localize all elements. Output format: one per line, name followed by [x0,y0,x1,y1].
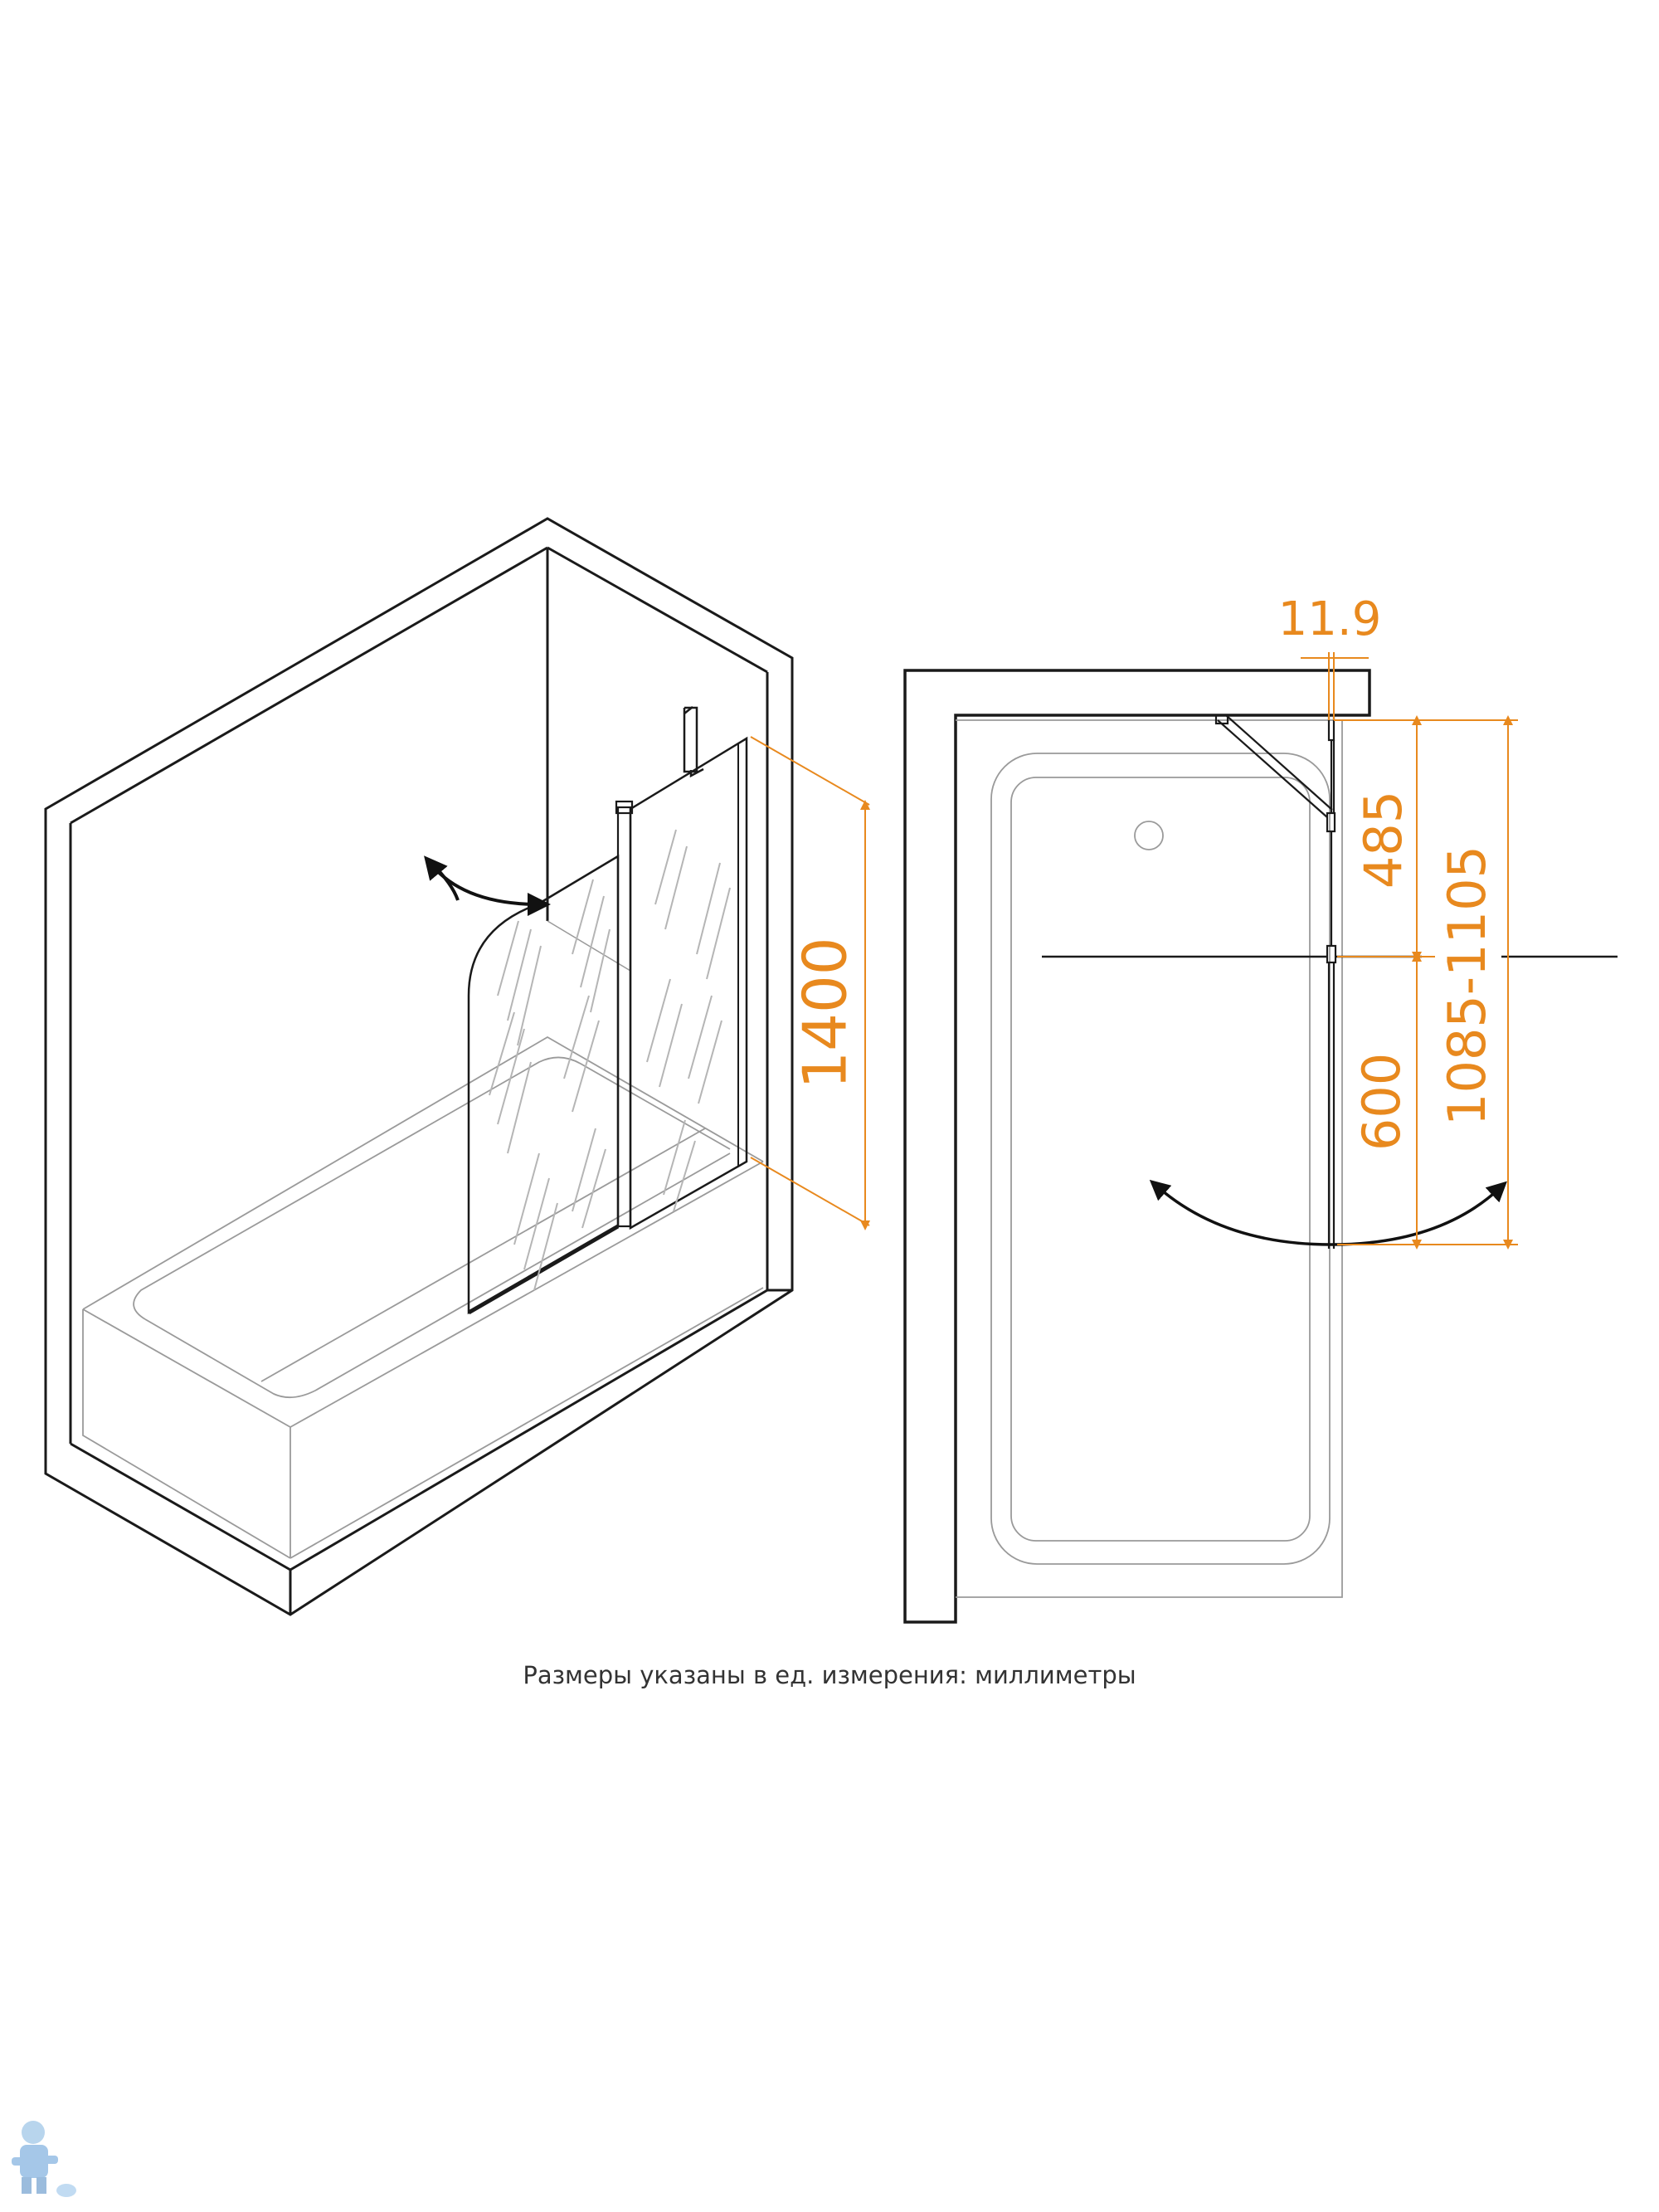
segment-dimensions [1334,715,1518,1250]
curved-door-panel [467,854,620,1315]
height-dimension [750,736,870,1230]
plan-bracket [1214,714,1333,818]
hinge-profile [615,800,634,1228]
swing-arc-icon [1149,1179,1507,1246]
plumber-logo-icon [12,2121,76,2197]
gap-label: 11.9 [1278,592,1382,646]
upper-segment-label: 485 [1353,791,1413,889]
plan-wall [903,669,1371,1624]
plan-panel [1326,714,1337,1249]
bathtub [82,1035,764,1559]
plan-view: 11.9 485 600 1085-1105 [903,592,1618,1624]
wall-bracket [683,706,704,778]
units-caption: Размеры указаны в ед. измерения: миллиме… [523,1661,1136,1689]
swing-arrow-tail [424,855,551,916]
lower-segment-label: 600 [1351,1053,1412,1151]
wall-interior [547,920,631,972]
wall-outline [44,517,794,1616]
height-label: 1400 [791,937,860,1089]
total-depth-label: 1085-1105 [1437,845,1497,1126]
plan-bathtub [956,719,1343,1598]
gap-dimension [1301,652,1369,720]
isometric-view: 1400 [44,517,870,1616]
